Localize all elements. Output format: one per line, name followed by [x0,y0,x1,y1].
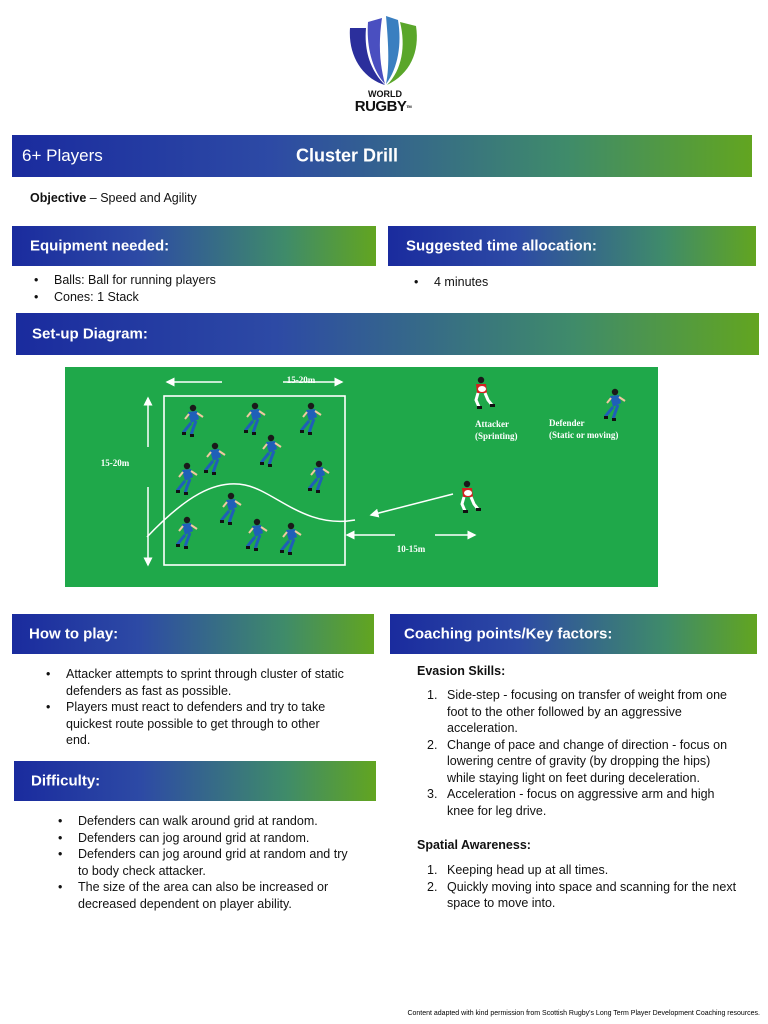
difficulty-list: Defenders can walk around grid at random… [58,813,358,912]
players-count: 6+ Players [22,146,103,165]
list-item: Players must react to defenders and try … [46,699,346,749]
run-path [146,483,356,538]
objective-label: Objective [30,191,87,205]
list-item: 1.Side-step - focusing on transfer of we… [427,688,728,735]
spatial-list: 1.Keeping head up at all times. 2.Quickl… [417,862,742,912]
list-item: Balls: Ball for running players [34,272,364,289]
equipment-heading: Equipment needed: [12,226,376,266]
legend-defender-sub: (Static or moving) [549,430,618,440]
legend-attacker-icon [474,375,497,411]
defender-icon [298,401,323,437]
list-item: The size of the area can also be increas… [58,879,358,912]
logo-text-world: WORLD [368,89,402,99]
world-rugby-logo: WORLD RUGBYTM [340,10,430,120]
title-bar: 6+ Players Cluster Drill [12,135,752,177]
run-direction-arrow [369,493,454,518]
setup-diagram: 15-20m 15-20m 10-15m Attacker (Sprinting… [65,367,658,587]
defender-icon [218,491,243,527]
spatial-title: Spatial Awareness: [417,838,531,852]
footer-credit: Content adapted with kind permission fro… [407,1010,760,1017]
diagram-svg: 15-20m 15-20m 10-15m Attacker (Sprinting… [101,375,627,567]
attacker-icon [460,479,483,515]
defender-icon [258,433,283,469]
legend-attacker-sub: (Sprinting) [475,431,518,441]
rugby-ball-icon [349,16,417,85]
objective-text: Speed and Agility [100,191,197,205]
logo-text-rugby: RUGBYTM [354,98,412,115]
time-heading: Suggested time allocation: [388,226,756,266]
evasion-title: Evasion Skills: [417,664,506,678]
time-list: 4 minutes [414,274,734,291]
list-item: 4 minutes [414,274,734,291]
list-item: Defenders can jog around grid at random. [58,830,358,847]
defender-icon [174,515,199,551]
defender-icon [242,401,267,437]
defender-icon [180,403,205,439]
legend-defender-icon [602,387,627,423]
list-item: Cones: 1 Stack [34,289,364,306]
how-to-play-list: Attacker attempts to sprint through clus… [46,666,346,749]
height-label: 15-20m [101,458,130,468]
how-to-play-heading: How to play: [12,614,374,654]
width-label: 15-20m [287,375,316,385]
equipment-list: Balls: Ball for running players Cones: 1… [34,272,364,305]
list-item: 2.Quickly moving into space and scanning… [427,879,737,911]
legend-defender-label: Defender [549,418,585,428]
defender-icon [306,459,331,495]
list-item: 2.Change of pace and change of direction… [427,737,728,785]
defender-icon [174,461,199,497]
page-title: Cluster Drill [296,145,399,166]
legend-attacker-label: Attacker [475,419,509,429]
list-item: 3.Acceleration - focus on aggressive arm… [427,787,715,818]
defender-icon [244,517,269,553]
grid-box [163,395,346,566]
list-item: Defenders can walk around grid at random… [58,813,358,830]
list-item: Attacker attempts to sprint through clus… [46,666,346,699]
coaching-heading: Coaching points/Key factors: [390,614,757,654]
list-item: 1.Keeping head up at all times. [427,863,609,877]
defender-icon [202,441,227,477]
distance-label: 10-15m [397,544,426,554]
difficulty-heading: Difficulty: [14,761,376,801]
evasion-list: 1.Side-step - focusing on transfer of we… [417,687,742,819]
defender-icon [278,521,303,557]
setup-heading: Set-up Diagram: [16,313,759,355]
list-item: Defenders can jog around grid at random … [58,846,358,879]
objective: Objective – Speed and Agility [30,191,197,205]
